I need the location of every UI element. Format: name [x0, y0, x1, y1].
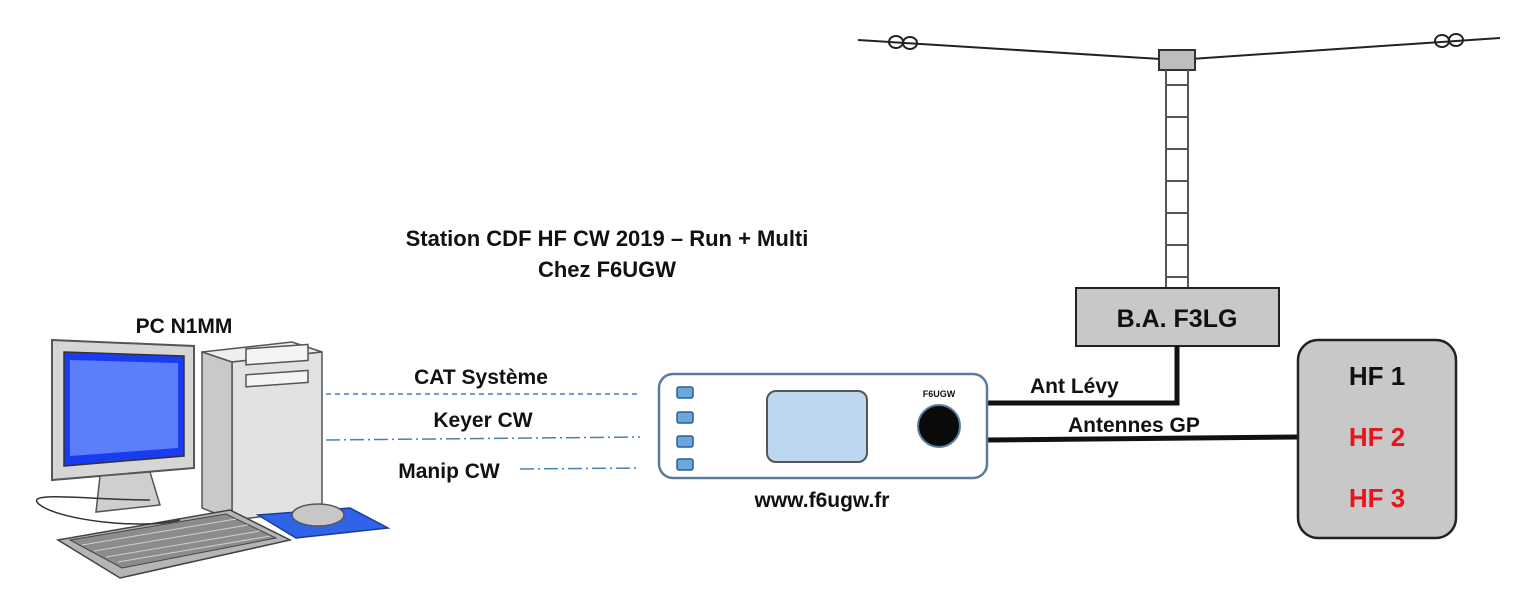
antenna-wire-right — [1175, 37, 1501, 61]
link-line-manip — [519, 467, 641, 470]
feed-label-gp: Antennes GP — [1068, 414, 1200, 437]
pc-tower — [201, 341, 323, 522]
link-label-cat: CAT Système — [414, 366, 548, 389]
interface-led-2 — [676, 411, 694, 424]
center-insulator — [1158, 49, 1196, 71]
antenna-wire-left — [857, 39, 1177, 61]
feed-label-levy: Ant Lévy — [1030, 375, 1119, 398]
interface-box-icon: F6UGW — [657, 372, 989, 480]
diagram-title-line1: Station CDF HF CW 2019 – Run + Multi — [406, 226, 809, 251]
link-line-keyer — [325, 436, 641, 441]
pc-cable — [36, 496, 181, 525]
feed-line-gp — [987, 434, 1299, 443]
link-label-keyer: Keyer CW — [433, 409, 532, 432]
feed-line-levy — [988, 346, 1180, 406]
interface-knob — [917, 404, 961, 448]
interface-display — [766, 390, 868, 463]
interface-led-3 — [676, 435, 694, 448]
interface-led-1 — [676, 386, 694, 399]
ladder-line — [1165, 70, 1189, 288]
insulator-right-icon — [1434, 33, 1464, 48]
interface-brand-label: F6UGW — [923, 389, 956, 399]
radios-box — [1296, 338, 1458, 540]
interface-url: www.f6ugw.fr — [754, 489, 890, 512]
balun-label: B.A. F3LG — [1117, 305, 1238, 333]
link-label-manip: Manip CW — [398, 460, 500, 483]
diagram-title-line2: Chez F6UGW — [538, 257, 676, 282]
dipole-antenna-icon — [857, 33, 1501, 288]
pc-keyboard — [55, 509, 293, 579]
mouse-icon — [291, 503, 345, 527]
insulator-left-icon — [888, 35, 918, 50]
radio-hf1-label: HF 1 — [1349, 361, 1405, 391]
pc-monitor — [51, 338, 195, 513]
pc-label: PC N1MM — [136, 315, 233, 338]
desktop-computer-icon — [36, 338, 391, 579]
interface-led-4 — [676, 458, 694, 471]
balun-box — [1075, 287, 1280, 347]
radio-hf2-label: HF 2 — [1349, 422, 1405, 452]
radio-hf3-label: HF 3 — [1349, 483, 1405, 513]
